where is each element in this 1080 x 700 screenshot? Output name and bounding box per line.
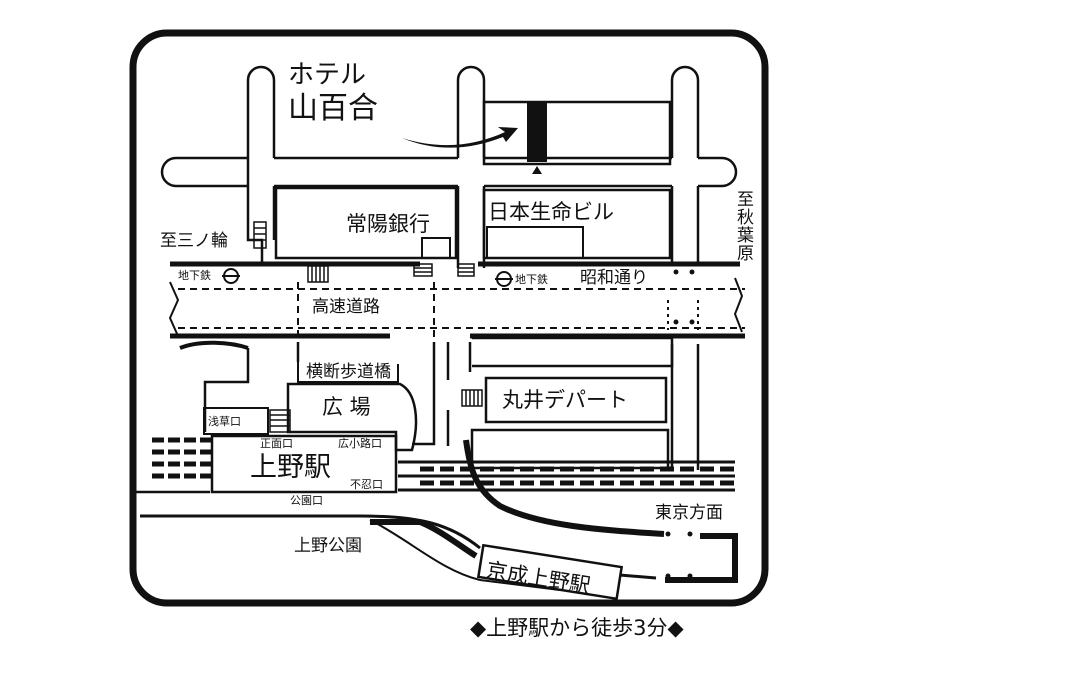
subway-markers	[222, 268, 513, 287]
lower-streets	[179, 336, 700, 470]
hotel-marker	[532, 166, 542, 174]
marui-label: 丸井デパート	[502, 388, 628, 412]
caption-left-mark: ◆	[470, 616, 487, 640]
hotel-label-line2: 山百合	[288, 91, 378, 126]
access-caption: ◆上野駅から徒歩3分◆	[470, 618, 684, 639]
ueno-station-label: 上野駅	[250, 452, 331, 483]
keisei-station-box	[476, 543, 624, 601]
nihon-seimei-annex	[486, 226, 584, 259]
nihon-seimei-label: 日本生命ビル	[488, 200, 614, 224]
subway-label-right: 地下鉄	[515, 273, 548, 286]
asakusa-exit-building	[203, 407, 269, 435]
hotel-building	[527, 102, 547, 162]
map-frame	[129, 29, 769, 607]
hotel-label-line1: ホテル	[288, 60, 367, 90]
crossing-dotted-line	[667, 300, 699, 330]
showa-dori-label: 昭和通り	[580, 268, 648, 288]
crossing-dots	[665, 269, 695, 579]
main-exit-label: 正面口	[260, 437, 293, 450]
expressway	[178, 282, 745, 342]
park-exit-label: 公園口	[290, 494, 323, 507]
joyo-bank-label: 常陽銀行	[346, 212, 430, 236]
ueno-park-label: 上野公園	[294, 536, 362, 556]
subway-label-left: 地下鉄	[178, 269, 211, 282]
expressway-label: 高速道路	[312, 297, 380, 317]
hotel-block	[482, 100, 672, 166]
to-akihabara-label: 至秋葉原	[733, 190, 753, 262]
tokyo-direction-label: 東京方面	[655, 503, 723, 523]
plaza-label: 広 場	[322, 395, 371, 419]
joyo-bank-annex	[421, 237, 451, 259]
marui-building	[484, 376, 668, 424]
hirokoji-exit-label: 広小路口	[338, 437, 382, 450]
footbridge-outline	[297, 362, 399, 383]
showa-dori-road	[168, 261, 745, 339]
stairs	[253, 221, 483, 433]
shinobazu-exit-label: 不忍口	[350, 478, 383, 491]
to-minowa-label: 至三ノ輪	[160, 231, 228, 251]
hotel-arrow	[402, 127, 518, 148]
caption-right-mark: ◆	[667, 616, 684, 640]
asakusa-exit-label: 浅草口	[208, 415, 241, 428]
footbridge-label: 横断歩道橋	[306, 362, 391, 382]
joyo-bank-building	[274, 186, 458, 260]
railway-tracks	[152, 437, 735, 492]
caption-text: 上野駅から徒歩3分	[486, 616, 668, 640]
